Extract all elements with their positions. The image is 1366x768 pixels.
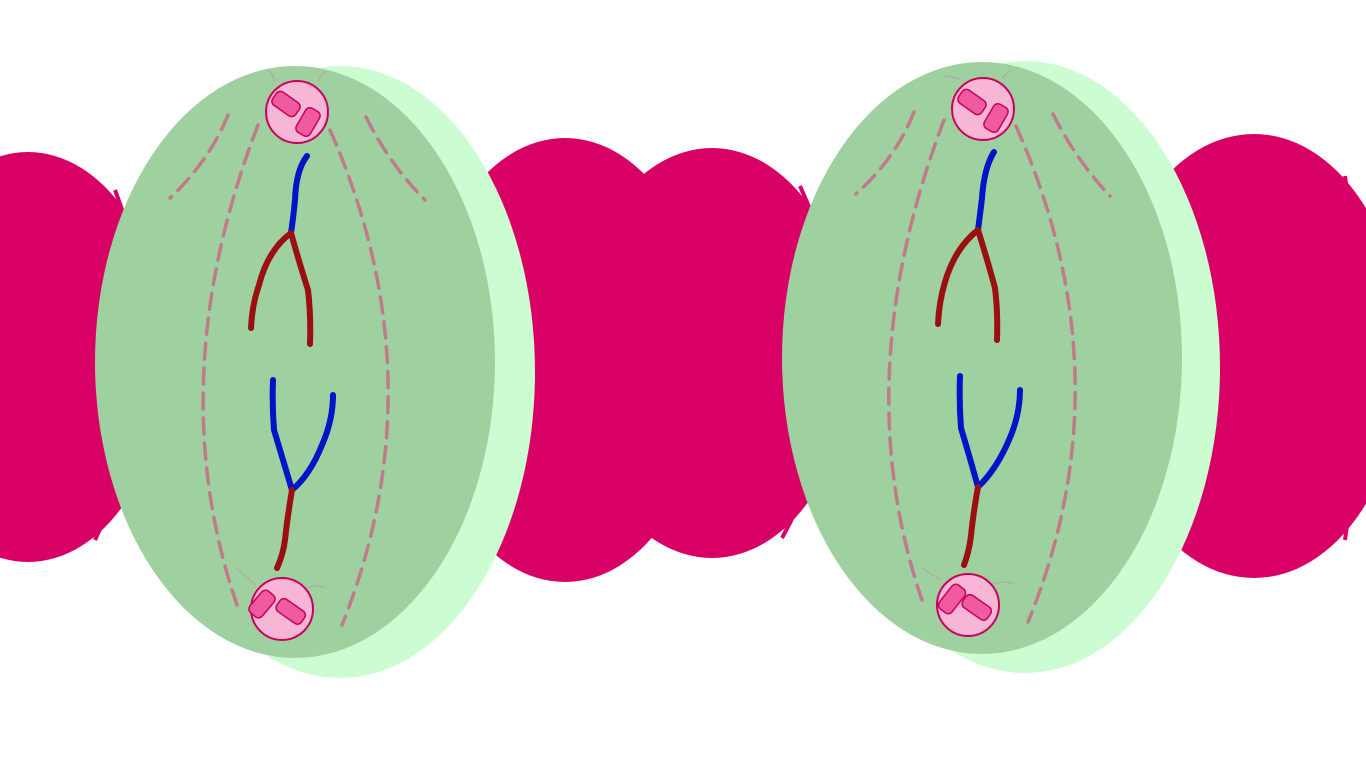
centriole xyxy=(983,102,1009,134)
centrosome-top xyxy=(943,69,1015,141)
aster-ray xyxy=(1001,69,1013,79)
spindle-fiber xyxy=(1051,112,1112,198)
chromatid-red xyxy=(248,230,294,331)
chromatid-red xyxy=(961,484,981,568)
centriole xyxy=(961,593,993,621)
chromatid-blue xyxy=(289,392,336,493)
centrosome-bottom xyxy=(235,567,327,641)
aster-ray xyxy=(235,567,257,586)
aster-ray xyxy=(267,69,276,83)
centrosome-bottom xyxy=(921,567,1015,637)
centrosome-top xyxy=(265,69,329,144)
centriole xyxy=(295,106,321,138)
spindle-fiber xyxy=(887,118,946,602)
chromosome-lower xyxy=(956,373,1023,568)
spindle-fibers xyxy=(168,113,427,627)
spindle-fiber xyxy=(854,110,916,196)
chromosome-upper xyxy=(248,153,314,347)
spindle-fiber xyxy=(328,128,390,627)
spindle-fiber xyxy=(1014,124,1077,624)
cell-body xyxy=(95,66,495,658)
chromatid-blue xyxy=(956,373,981,490)
right-dividing-cell xyxy=(782,61,1220,673)
chromatid-blue xyxy=(288,153,310,236)
chromatid-blue xyxy=(269,377,295,493)
centriole xyxy=(248,589,276,619)
spindle-fiber xyxy=(201,123,260,607)
chromatid-red xyxy=(975,227,1001,343)
chromatid-blue xyxy=(975,149,997,233)
aster-ray xyxy=(921,567,943,581)
neighbor-cell-center-right xyxy=(572,148,852,558)
spindle-fiber xyxy=(364,115,427,202)
cell-body xyxy=(782,62,1182,654)
centriole xyxy=(271,90,301,118)
chromatid-blue xyxy=(975,387,1023,490)
aster-ray xyxy=(305,585,327,589)
chromatid-red xyxy=(935,227,981,327)
aster-ray xyxy=(992,581,1015,585)
chromosome-upper xyxy=(935,149,1001,343)
chromosome-lower xyxy=(269,377,336,571)
left-dividing-cell xyxy=(95,66,535,678)
aster-ray xyxy=(317,70,327,83)
chromatid-red xyxy=(288,230,314,347)
centriole xyxy=(275,597,307,625)
spindle-fibers xyxy=(854,110,1112,624)
centriole xyxy=(957,88,987,116)
chromatid-red xyxy=(274,487,295,571)
centriole xyxy=(937,583,967,615)
aster-ray xyxy=(943,75,963,81)
spindle-fiber xyxy=(168,113,230,200)
